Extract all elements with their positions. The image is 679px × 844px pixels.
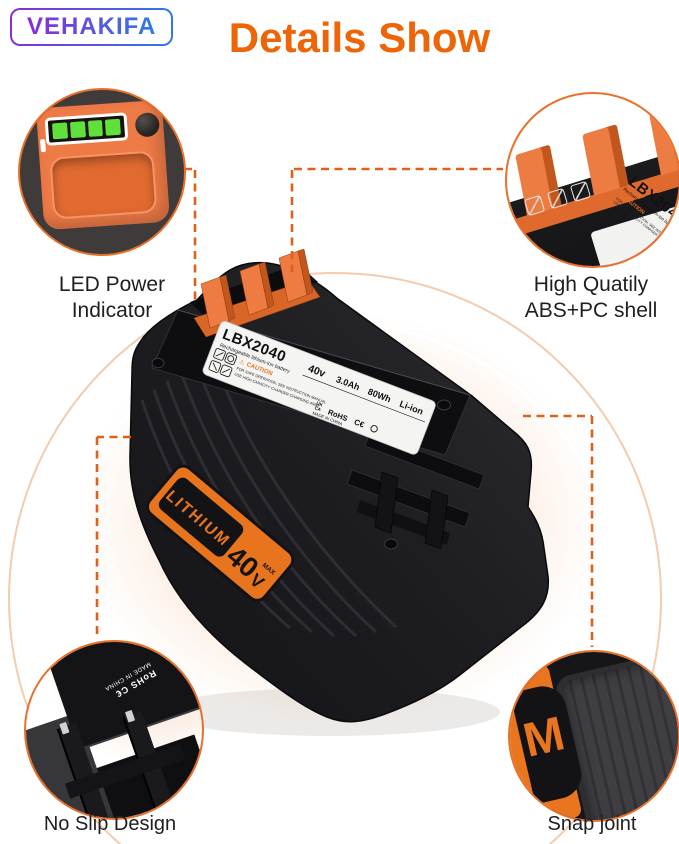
callout-circle-snap: M (508, 650, 679, 822)
lithium-front-label: LITHIUM 40 MAX V (146, 464, 295, 602)
label-no-slip: No Slip Design (43, 813, 177, 835)
mark-ukca-1: UK (316, 401, 325, 408)
label-shell-line2: ABS+PC shell (524, 298, 658, 322)
gauge-nub (40, 138, 46, 153)
led-cell (87, 119, 104, 137)
terminal-rails (193, 248, 321, 338)
label-shell: High Quatily ABS+PC shell (503, 272, 679, 323)
callout-circle-shell: LBX2040 Rechargeable lithium-ion battery… (505, 92, 679, 268)
gauge-button (134, 112, 161, 138)
power-mark-icon (370, 425, 378, 433)
callout-connector-lines (95, 167, 594, 647)
metal-clip (124, 709, 136, 723)
led-cell (105, 118, 121, 136)
brand-logo: VEHAKIFA (10, 8, 174, 46)
mark-ce: C€ (353, 417, 366, 429)
terminal-fin (649, 103, 679, 176)
certification-icons (208, 348, 238, 378)
led-cell (69, 121, 86, 139)
label-led-line1: LED Power (58, 273, 166, 296)
brand-name: VEHAKIFA (27, 13, 157, 40)
brand-logo-frame: VEHAKIFA (12, 10, 172, 44)
battery-gauge-icon (40, 112, 129, 153)
caution-icon: ⚠ (238, 358, 246, 367)
label-shell-line1: High Quatily (533, 273, 649, 296)
metal-clip (59, 721, 70, 735)
label-snap-joint: Snap joint (547, 813, 637, 835)
barcode-label (184, 642, 202, 702)
mark-ukca-2: CA (314, 405, 323, 412)
no-slip-rails (26, 677, 202, 818)
led-indicator-module (35, 99, 171, 231)
spec-voltage: 40v (306, 363, 327, 381)
label-led-line2: Indicator (71, 298, 153, 322)
label-led-indicator: LED Power Indicator (28, 272, 196, 323)
led-cell (51, 122, 68, 140)
callout-circle-noslip: RoHS C€ MADE IN CHINA (24, 640, 204, 820)
screw-holes (151, 357, 451, 550)
page-title: Details Show (228, 14, 491, 61)
terminal-fin (582, 124, 629, 196)
release-pad (49, 150, 158, 220)
callout-circle-led (18, 88, 186, 256)
